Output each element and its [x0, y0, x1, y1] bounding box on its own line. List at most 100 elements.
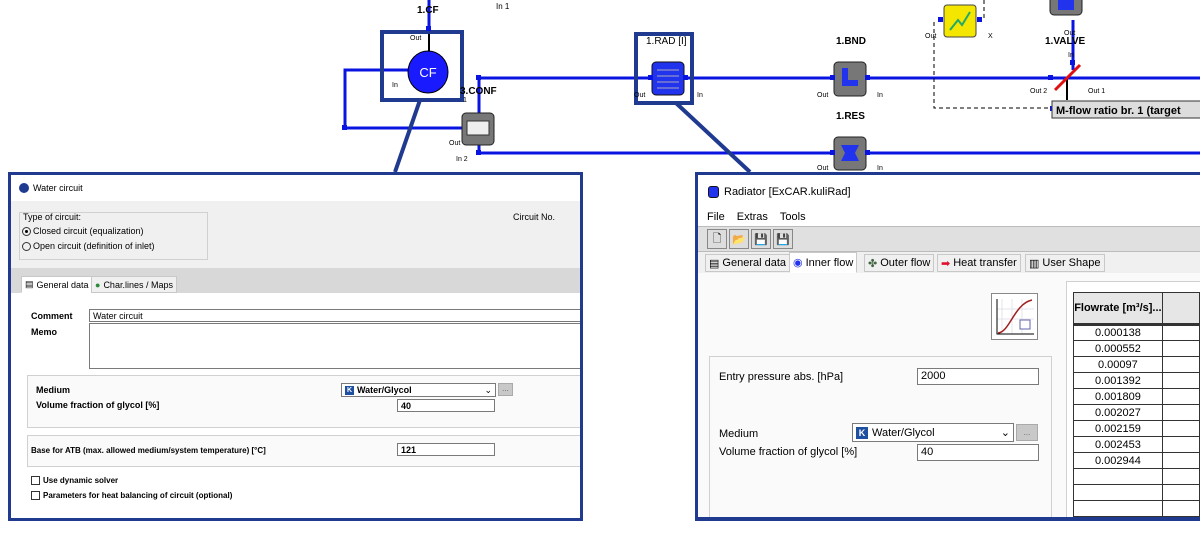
svg-text:Out: Out: [817, 165, 828, 172]
dialog-title: Water circuit: [33, 183, 83, 193]
table-row[interactable]: 0.001809: [1073, 388, 1200, 405]
svg-text:1.BND: 1.BND: [836, 36, 866, 47]
tab-char-lines-maps[interactable]: ●Char.lines / Maps: [91, 276, 177, 293]
medium-label: Medium: [719, 428, 759, 440]
flowrate-header: Flowrate [m³/s]...: [1073, 292, 1163, 326]
tab-heat-transfer[interactable]: ➡Heat transfer: [937, 254, 1021, 272]
radiator-rad[interactable]: [651, 61, 685, 96]
title-bar: Radiator [ExCAR.kuliRad]: [708, 186, 851, 198]
chart-block[interactable]: [943, 4, 977, 38]
valve[interactable]: [1049, 0, 1083, 92]
open-icon[interactable]: 📂: [729, 229, 749, 249]
rad-highlight-box: [634, 32, 694, 105]
resistance-res[interactable]: [833, 136, 867, 171]
group-label: Type of circuit:: [23, 212, 82, 222]
tab-user-shape[interactable]: ▥User Shape: [1025, 254, 1105, 272]
medium-more-button[interactable]: ...: [498, 383, 513, 396]
menu-extras[interactable]: Extras: [736, 211, 768, 223]
svg-text:1.RAD [I]: 1.RAD [I]: [646, 36, 687, 47]
radio-closed-circuit[interactable]: Closed circuit (equalization): [22, 226, 144, 237]
svg-text:Out: Out: [925, 33, 936, 40]
memo-label: Memo: [31, 327, 58, 337]
svg-text:In: In: [1068, 52, 1074, 59]
checkbox-heat-balancing[interactable]: Parameters for heat balancing of circuit…: [31, 491, 232, 501]
bar-chart-icon: ▥: [1029, 257, 1040, 270]
characteristic-curve-button[interactable]: [991, 293, 1038, 340]
arrow-right-icon: ➡: [941, 257, 951, 270]
table-row[interactable]: [1073, 500, 1200, 517]
table-row[interactable]: 0.002159: [1073, 420, 1200, 437]
circuit-type-group: Type of circuit: Closed circuit (equaliz…: [19, 212, 208, 260]
medium-k-icon: K: [856, 426, 868, 439]
atb-input[interactable]: 121: [397, 443, 495, 456]
flowrate-table: Flowrate [m³/s]... 0.000138 0.000552 0.0…: [1073, 292, 1200, 517]
pump-cf[interactable]: CF: [407, 50, 449, 94]
tab-inner-flow[interactable]: ◉Inner flow: [789, 252, 858, 273]
circuit-icon: [19, 183, 29, 193]
save-icon[interactable]: 💾: [751, 229, 771, 249]
svg-text:Out: Out: [634, 92, 645, 99]
comment-input[interactable]: Water circuit: [89, 309, 580, 322]
atb-label: Base for ATB (max. allowed medium/system…: [31, 446, 266, 455]
table-row[interactable]: 0.002027: [1073, 404, 1200, 421]
svg-text:In 2: In 2: [456, 156, 468, 163]
glycol-input[interactable]: 40: [917, 444, 1039, 461]
checkbox-dynamic-solver[interactable]: Use dynamic solver: [31, 476, 118, 486]
outer-flow-icon: ✤: [868, 257, 878, 270]
table-row[interactable]: 0.00097: [1073, 356, 1200, 373]
in1-port-label: In 1: [496, 2, 510, 11]
menu-file[interactable]: File: [707, 211, 725, 223]
chevron-down-icon: ⌄: [1000, 426, 1010, 439]
menu-tools[interactable]: Tools: [779, 211, 806, 223]
table-row[interactable]: 0.000552: [1073, 340, 1200, 357]
tab-general-data[interactable]: ▤General data: [705, 254, 791, 272]
title-bar: Water circuit: [11, 175, 580, 201]
glycol-label: Volume fraction of glycol [%]: [719, 446, 858, 458]
comment-label: Comment: [31, 311, 73, 321]
radiator-icon: [708, 186, 719, 198]
dialog-title: Radiator [ExCAR.kuliRad]: [724, 186, 851, 198]
table-row[interactable]: 0.002453: [1073, 436, 1200, 453]
svg-text:CF: CF: [419, 65, 436, 80]
chevron-down-icon: ⌄: [484, 385, 492, 395]
svg-text:1.RES: 1.RES: [836, 111, 865, 122]
medium-more-button[interactable]: ...: [1016, 424, 1038, 441]
svg-text:Out 2: Out 2: [1030, 88, 1047, 95]
bend-bnd[interactable]: [833, 61, 867, 97]
inner-flow-icon: ◉: [793, 257, 803, 269]
table-row[interactable]: 0.001392: [1073, 372, 1200, 389]
save-as-icon[interactable]: 💾: [773, 229, 793, 249]
toolbar: 🗋 📂 💾 💾: [698, 226, 1200, 252]
globe-icon: ●: [95, 279, 101, 290]
tab-outer-flow[interactable]: ✤Outer flow: [864, 254, 935, 272]
table-row[interactable]: [1073, 468, 1200, 485]
curve-chart-icon: [996, 299, 1034, 335]
svg-text:Out: Out: [449, 140, 460, 147]
entry-pressure-label: Entry pressure abs. [hPa]: [719, 371, 844, 383]
radio-open-circuit[interactable]: Open circuit (definition of inlet): [22, 241, 155, 252]
svg-text:1.CF: 1.CF: [417, 5, 439, 16]
menu-bar: File Extras Tools: [707, 211, 806, 223]
document-icon: ▤: [25, 279, 34, 289]
glycol-label: Volume fraction of glycol [%]: [36, 400, 160, 410]
table-row[interactable]: 0.000138: [1073, 324, 1200, 341]
medium-label: Medium: [36, 385, 71, 395]
svg-text:Out 1: Out 1: [1088, 88, 1105, 95]
glycol-input[interactable]: 40: [397, 399, 495, 412]
new-icon[interactable]: 🗋: [707, 229, 727, 249]
circuit-diagram: CF 1.CF 3.CONF 1.RAD [I] 1.BND 1.RES 1: [342, 0, 1200, 174]
tab-general-data[interactable]: ▤General data: [21, 276, 93, 293]
svg-text:In: In: [877, 92, 883, 99]
svg-text:X: X: [988, 33, 993, 40]
svg-text:In: In: [877, 165, 883, 172]
confluence-conf[interactable]: [461, 112, 495, 146]
target-label: M-flow ratio br. 1 (target: [1056, 105, 1181, 117]
table-row[interactable]: 0.002944: [1073, 452, 1200, 469]
table-row[interactable]: [1073, 484, 1200, 501]
memo-textarea[interactable]: [89, 323, 580, 369]
water-circuit-dialog: Water circuit Type of circuit: Closed ci…: [8, 172, 583, 521]
entry-pressure-input[interactable]: 2000: [917, 368, 1039, 385]
svg-text:1.VALVE: 1.VALVE: [1045, 36, 1086, 47]
